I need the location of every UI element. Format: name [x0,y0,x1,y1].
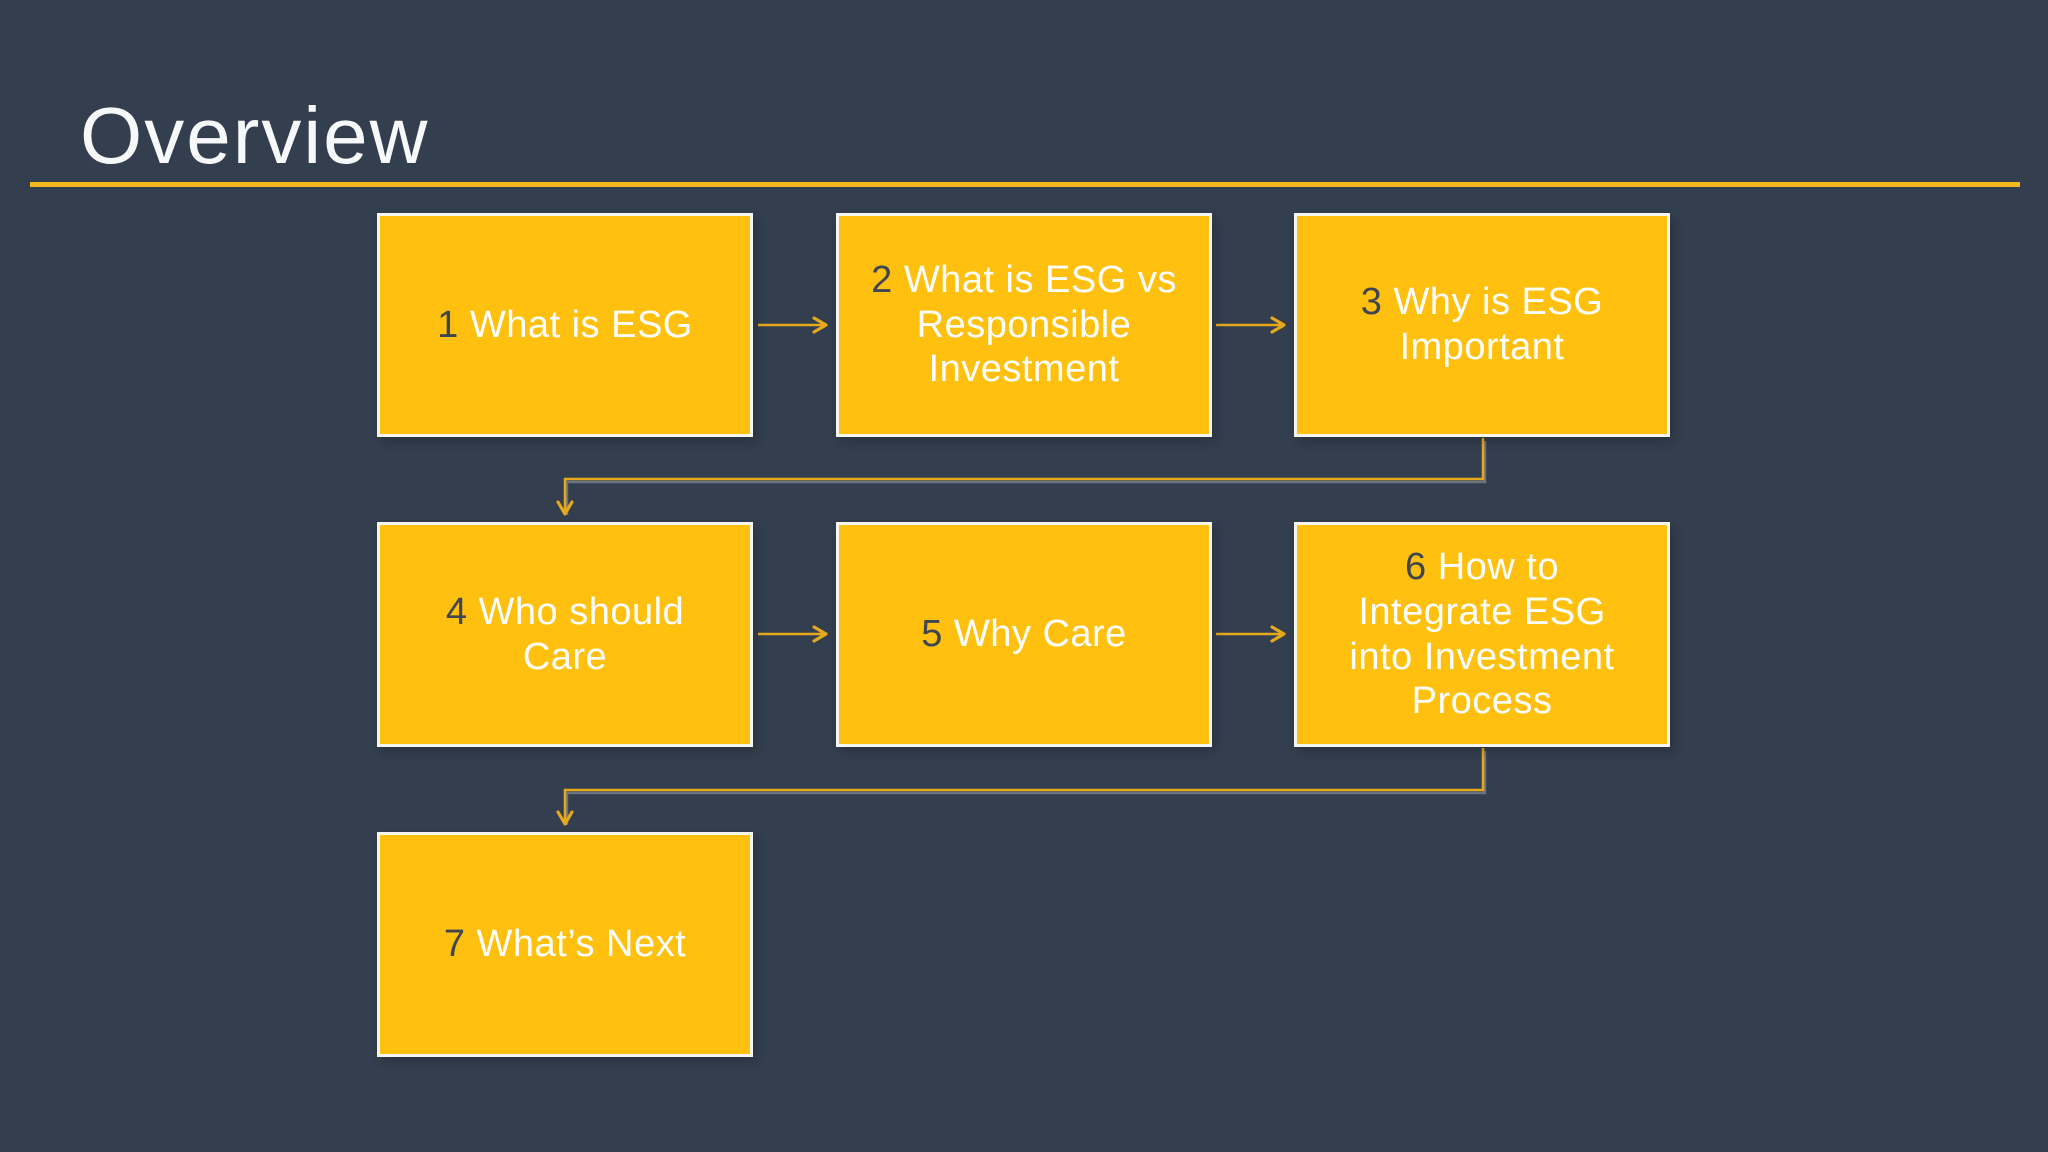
node-number: 3 [1360,281,1383,324]
flow-node-4: 4 Who should Care [377,522,753,747]
flow-node-3: 3 Why is ESG Important [1294,213,1670,437]
title-underline [30,182,2020,187]
flow-node-1: 1 What is ESG [377,213,753,437]
node-number: 4 [445,590,468,633]
node-label: What’s Next [476,923,687,966]
node-number: 2 [871,258,893,301]
node-text: 7 What’s Next [430,922,700,967]
node-number: 6 [1405,545,1427,588]
node-label: Who should Care [478,590,685,678]
node-text: 6 How to Integrate ESG into Investment P… [1335,545,1628,724]
node-text: 5 Why Care [907,612,1141,657]
connector-3-4 [556,438,1485,516]
node-label: Why is ESG Important [1393,281,1604,368]
flow-node-5: 5 Why Care [836,522,1212,747]
flow-node-7: 7 What’s Next [377,832,753,1057]
flow-node-6: 6 How to Integrate ESG into Investment P… [1294,522,1670,747]
flow-node-2: 2 What is ESG vs Responsible Investment [836,213,1212,437]
node-text: 3 Why is ESG Important [1347,280,1618,370]
node-label: How to Integrate ESG into Investment Pro… [1349,545,1615,723]
node-label: What is ESG [469,303,693,346]
node-number: 7 [443,923,466,966]
page-title: Overview [80,91,430,180]
connector-6-7 [556,748,1485,826]
node-number: 5 [921,613,943,656]
node-label: What is ESG vs Responsible Investment [903,258,1177,391]
node-text: 1 What is ESG [423,303,707,348]
node-text: 2 What is ESG vs Responsible Investment [857,258,1191,392]
node-text: 4 Who should Care [432,590,698,680]
node-label: Why Care [953,613,1127,656]
node-number: 1 [437,303,459,346]
